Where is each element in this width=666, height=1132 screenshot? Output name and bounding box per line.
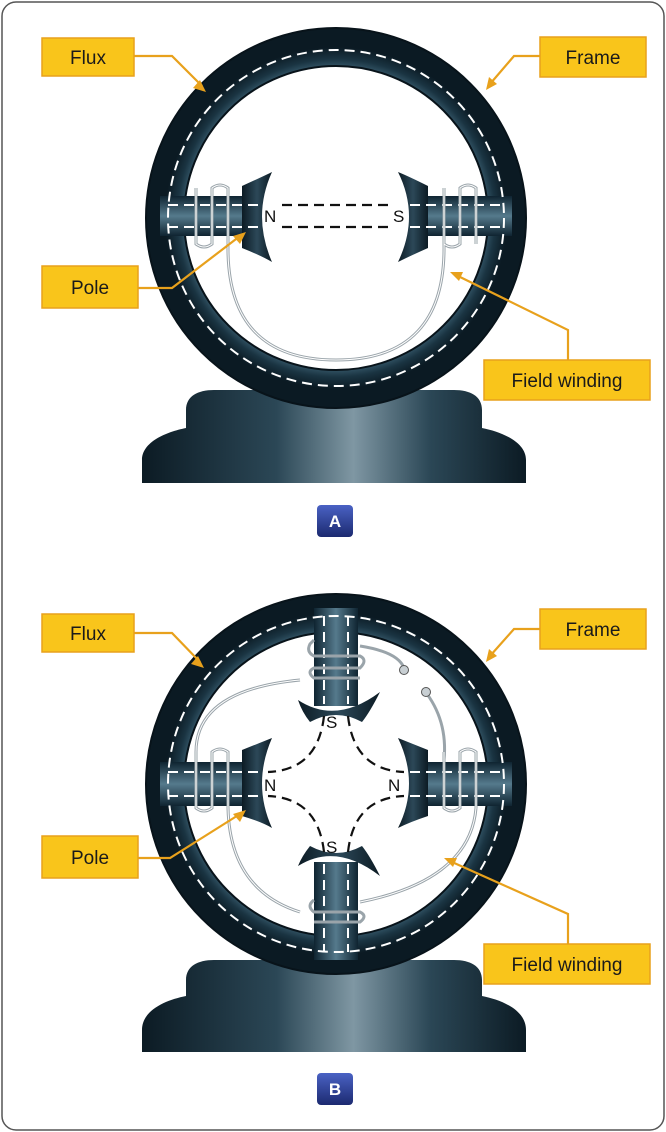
pole-label-s-bottom-b: S bbox=[326, 838, 337, 857]
callout-flux-a: Flux bbox=[41, 37, 135, 77]
callout-pole-b: Pole bbox=[41, 835, 139, 879]
panel-badge-a-label: A bbox=[329, 512, 341, 531]
leader-lines-b bbox=[134, 627, 570, 944]
pole-shoe-bottom-b bbox=[298, 846, 380, 876]
callout-flux-label-b: Flux bbox=[70, 624, 106, 645]
callout-pole-label-a: Pole bbox=[71, 278, 109, 299]
winding-terminal-1 bbox=[399, 665, 409, 675]
callout-flux-b: Flux bbox=[41, 613, 135, 653]
pole-arm-right-a bbox=[416, 196, 512, 236]
callout-frame-label-b: Frame bbox=[566, 620, 621, 641]
leader-lines-a bbox=[134, 54, 570, 360]
panel-a: N S Flux Frame Pole F bbox=[41, 27, 651, 537]
panel-b: S N N S Flux Frame Pole bbox=[41, 593, 651, 1105]
flux-path-a bbox=[167, 49, 505, 387]
pole-label-n-left-b: N bbox=[264, 776, 276, 795]
pole-label-s-top-b: S bbox=[326, 713, 337, 732]
callout-field-winding-label-a: Field winding bbox=[512, 371, 623, 392]
pole-shoe-right-a bbox=[398, 172, 428, 262]
pole-label-n-a: N bbox=[264, 207, 276, 226]
pole-label-s-a: S bbox=[393, 207, 404, 226]
pole-shoe-left-b bbox=[242, 738, 272, 828]
pole-label-n-right-b: N bbox=[388, 776, 400, 795]
winding-terminal-2 bbox=[421, 687, 431, 697]
panel-badge-a: A bbox=[317, 505, 353, 537]
motor-base-a bbox=[142, 390, 526, 483]
pole-arm-left-b bbox=[160, 762, 256, 806]
callout-pole-a: Pole bbox=[41, 265, 139, 309]
pole-arm-left-a bbox=[160, 196, 256, 236]
panel-badge-b-label: B bbox=[329, 1080, 341, 1099]
flux-path-b bbox=[167, 615, 505, 953]
callout-pole-label-b: Pole bbox=[71, 848, 109, 869]
callout-frame-a: Frame bbox=[539, 36, 647, 78]
pole-shoe-right-b bbox=[398, 738, 428, 828]
callout-frame-b: Frame bbox=[539, 608, 647, 650]
callout-flux-label-a: Flux bbox=[70, 48, 106, 69]
pole-shoe-top-b bbox=[298, 692, 380, 722]
callout-field-winding-b: Field winding bbox=[483, 943, 651, 985]
pole-arm-right-b bbox=[416, 762, 512, 806]
callout-field-winding-a: Field winding bbox=[483, 359, 651, 401]
callout-field-winding-label-b: Field winding bbox=[512, 955, 623, 976]
panel-badge-b: B bbox=[317, 1073, 353, 1105]
pole-shoe-left-a bbox=[242, 172, 272, 262]
motor-base-b bbox=[142, 960, 526, 1052]
callout-frame-label-a: Frame bbox=[566, 48, 621, 69]
